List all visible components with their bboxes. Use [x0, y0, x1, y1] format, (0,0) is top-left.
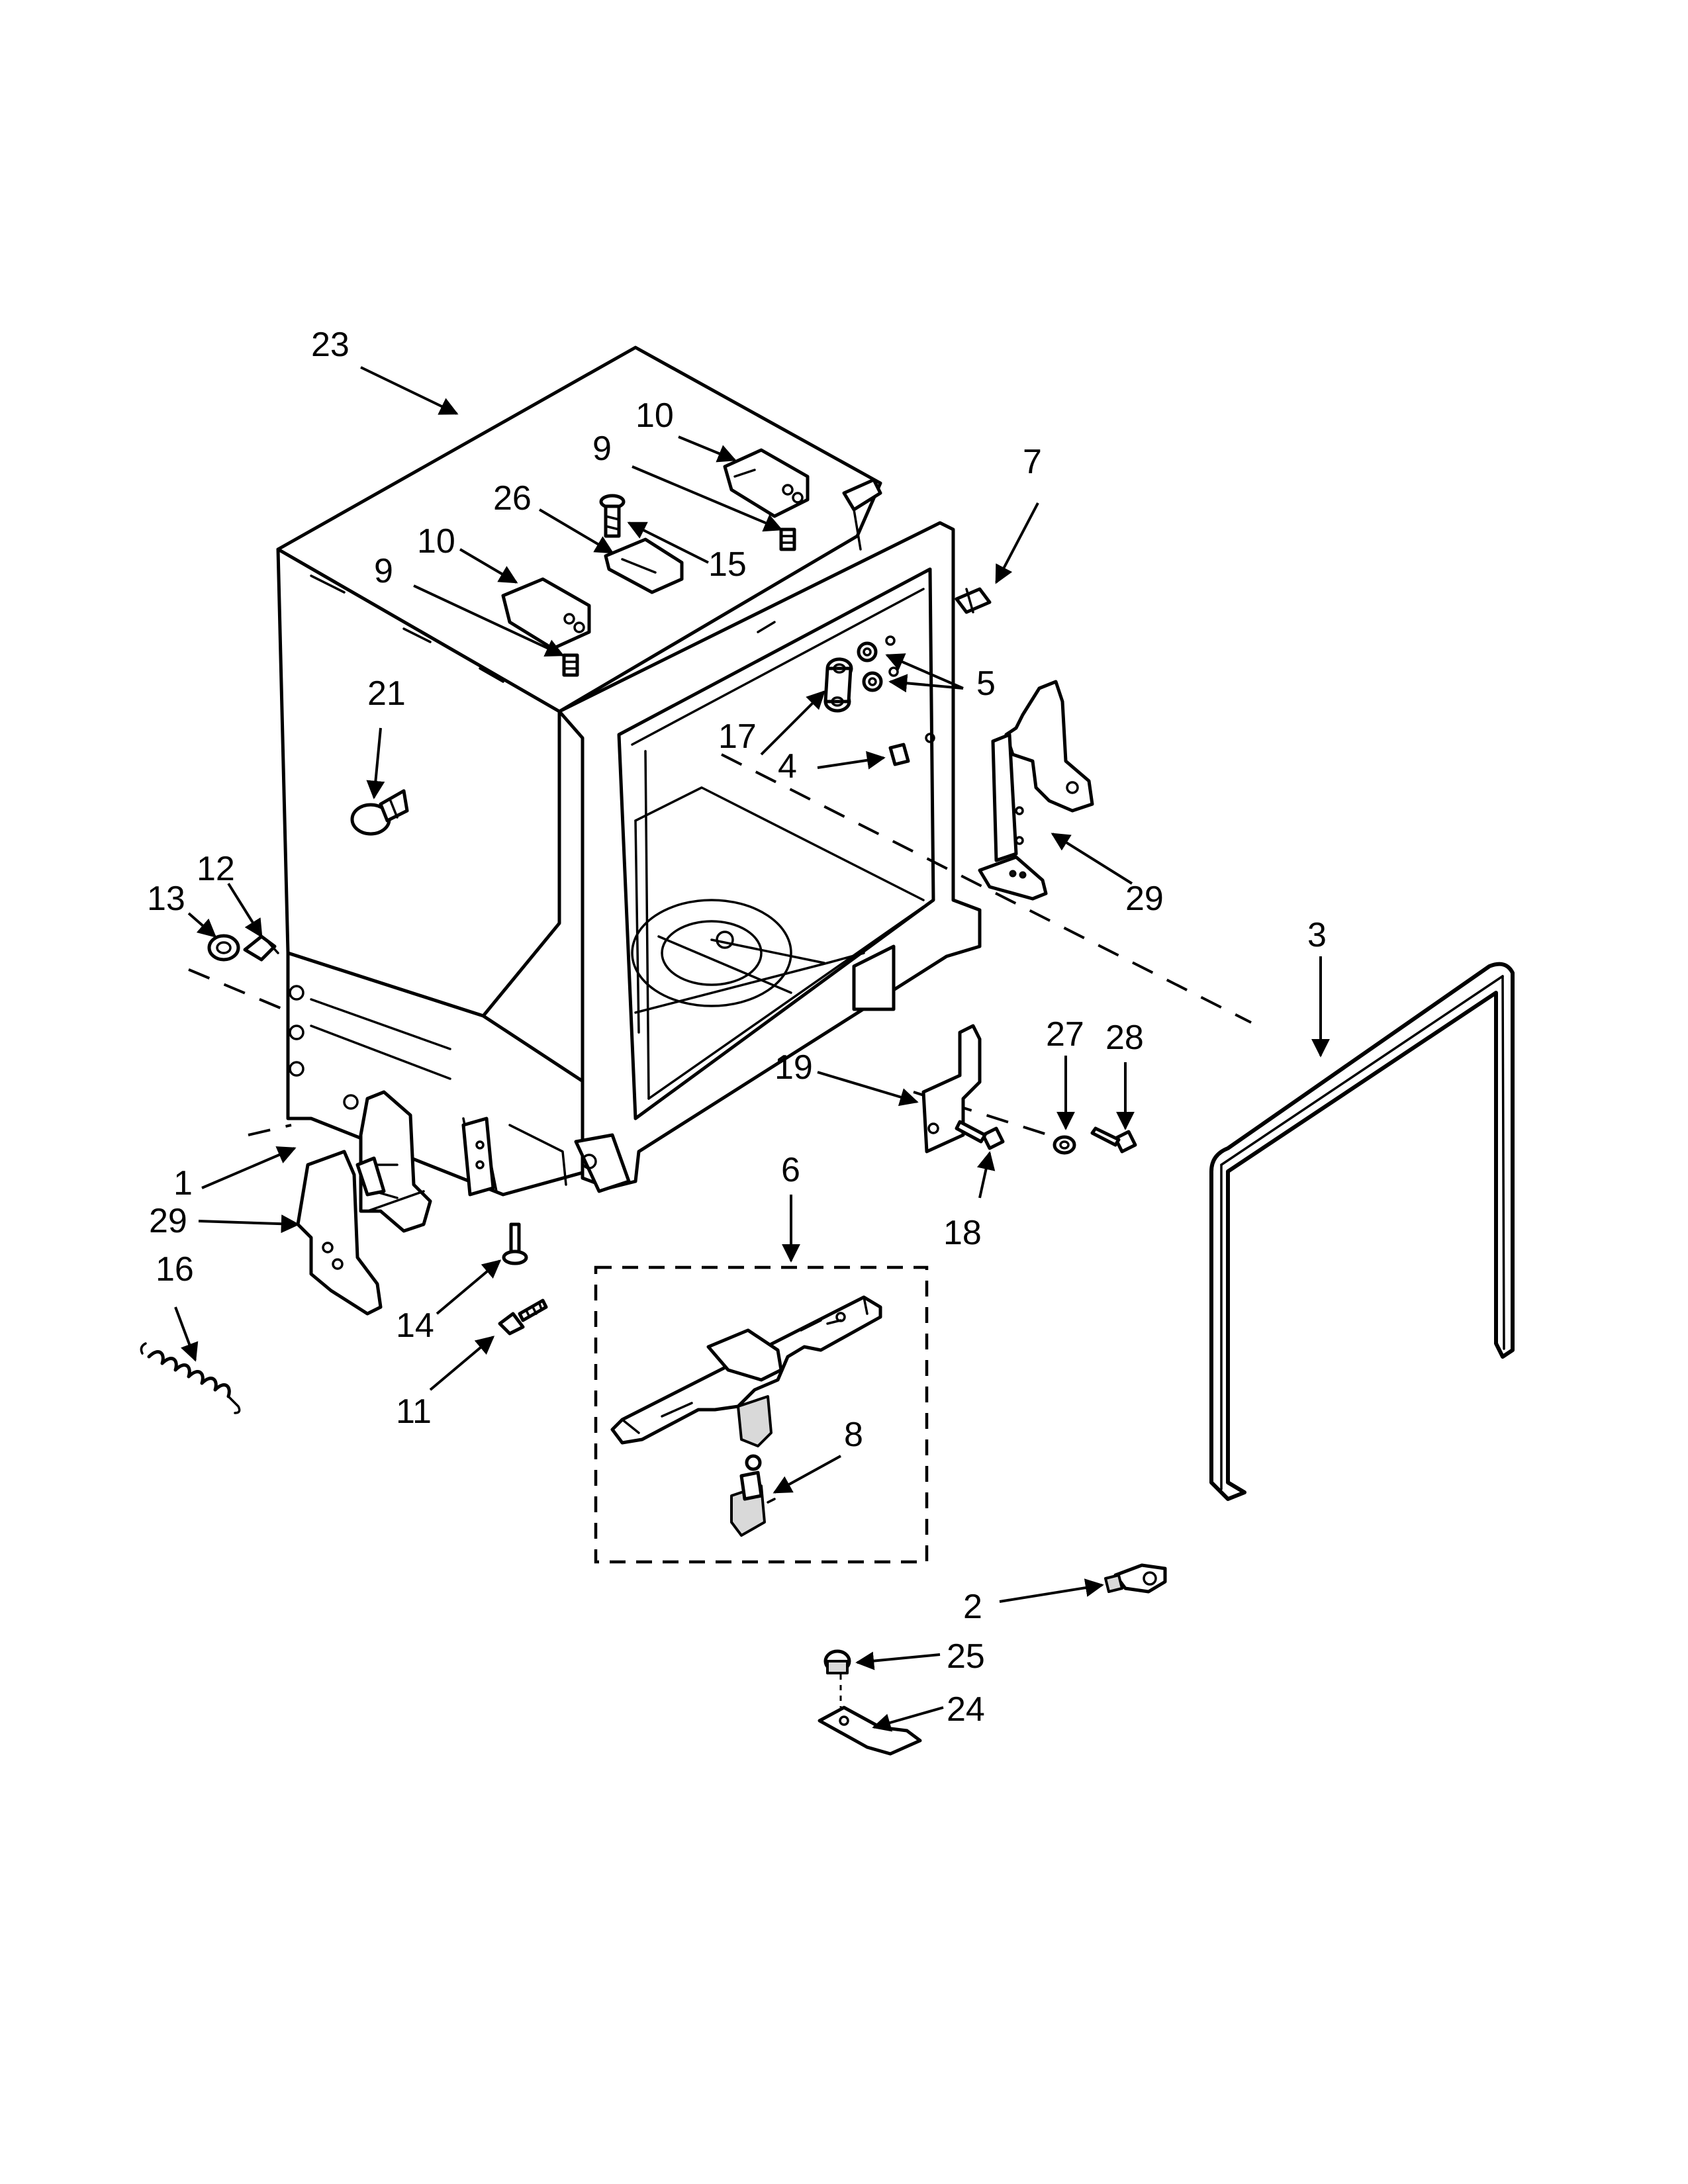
callout-25: 25 [947, 1637, 985, 1676]
part-2-latch [1104, 1563, 1167, 1594]
part-3-gasket [1209, 962, 1515, 1501]
tub-assembly [276, 345, 982, 1197]
part-12-screw [243, 934, 279, 962]
part-24-plate [818, 1706, 922, 1756]
callout-17: 17 [718, 717, 757, 756]
part-8-valve [730, 1454, 776, 1537]
callout-8: 8 [844, 1416, 863, 1454]
callout-10-lower: 10 [417, 522, 455, 561]
leader-lines [174, 366, 1330, 1732]
callout-7: 7 [1023, 443, 1042, 481]
callout-9-lower: 9 [374, 552, 393, 590]
callout-26: 26 [493, 479, 532, 518]
callout-16: 16 [156, 1250, 194, 1289]
part-4-pin [888, 733, 935, 766]
callout-21: 21 [367, 674, 406, 713]
part-10-bracket-upper [723, 448, 810, 518]
part-18-screw [955, 1120, 1005, 1150]
alignment-line-left-2 [248, 1124, 292, 1136]
callout-15: 15 [708, 545, 747, 584]
tub-left-frame [461, 1116, 495, 1197]
callout-labels: 23 10 9 26 15 10 9 7 5 17 4 21 12 13 29 … [147, 326, 1327, 1729]
part-21-bumper [350, 789, 409, 836]
callout-1: 1 [173, 1164, 193, 1203]
callout-9-upper: 9 [592, 430, 612, 468]
callout-24: 24 [947, 1690, 985, 1729]
callout-28: 28 [1105, 1019, 1144, 1057]
part-16-spring [140, 1342, 241, 1414]
part-6-assembly-box [594, 1265, 929, 1564]
callout-14: 14 [396, 1306, 434, 1345]
part-13-nut [207, 934, 240, 962]
alignment-line-right [721, 753, 1252, 1024]
part-6-spray-arm [610, 1295, 882, 1447]
callout-18: 18 [943, 1214, 982, 1252]
part-5-washers [857, 635, 899, 692]
callout-29-left: 29 [149, 1202, 187, 1240]
part-29-hinge-right [978, 680, 1094, 901]
callout-10-upper: 10 [635, 396, 674, 435]
callout-5: 5 [976, 664, 996, 703]
alignment-line-mid [913, 1091, 1060, 1140]
callout-2: 2 [963, 1588, 982, 1626]
part-27-washer [1053, 1135, 1076, 1155]
callout-19: 19 [774, 1048, 813, 1087]
callout-11: 11 [396, 1392, 432, 1431]
part-9-screw-upper [779, 527, 796, 551]
alignment-line-left [188, 968, 292, 1014]
callout-4: 4 [778, 747, 797, 786]
part-25-knob [823, 1649, 851, 1707]
callout-3: 3 [1307, 916, 1327, 954]
part-7-screw [955, 587, 992, 614]
part-15-screw [599, 494, 626, 538]
callout-6: 6 [781, 1151, 800, 1189]
callout-27: 27 [1046, 1015, 1084, 1054]
part-26-clip [604, 537, 684, 594]
callout-13: 13 [147, 880, 185, 918]
callout-23: 23 [311, 326, 350, 364]
part-11-screw [498, 1298, 548, 1336]
part-28-screw [1090, 1126, 1137, 1154]
part-9-screw-lower [562, 653, 579, 677]
part-14-leg [502, 1222, 528, 1265]
part-19-bracket [921, 1024, 982, 1154]
part-29-hinge-left [296, 1150, 425, 1316]
callout-29-right: 29 [1125, 880, 1164, 918]
part-17-roller [823, 657, 853, 713]
part-10-bracket-lower [501, 577, 591, 651]
callout-12: 12 [197, 850, 235, 888]
